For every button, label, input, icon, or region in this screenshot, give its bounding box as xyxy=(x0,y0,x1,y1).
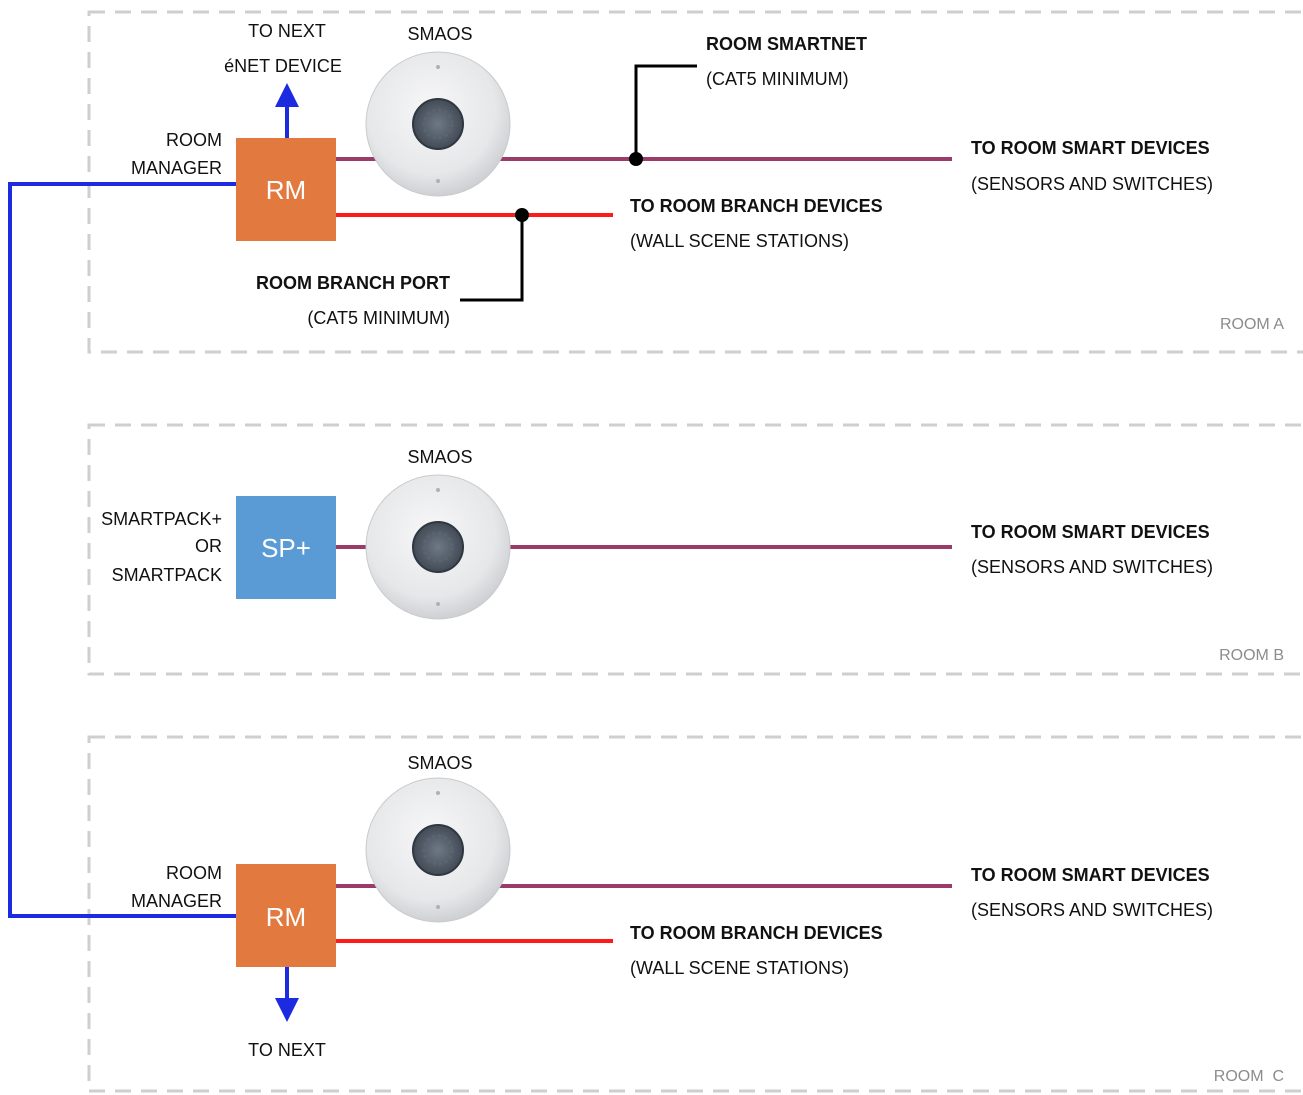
room-c-label: ROOM C xyxy=(1214,1068,1284,1085)
room-b-smartpack-box xyxy=(236,496,336,599)
room-b-device-box-label: SP+ xyxy=(261,533,311,563)
room-a-smartnet-sub: (CAT5 MINIMUM) xyxy=(706,69,849,89)
room-b-label: ROOM B xyxy=(1219,647,1284,664)
room-a-label: ROOM A xyxy=(1220,316,1284,333)
room-c-smart-devices-sub: (SENSORS AND SWITCHES) xyxy=(971,900,1213,920)
room-c-room-manager-box xyxy=(236,864,336,967)
room-c-device-box-label: RM xyxy=(266,902,306,932)
room-c-device-label-2: MANAGER xyxy=(131,891,222,911)
room-a-branch-dot xyxy=(515,208,529,222)
room-b-device-label-3: SMARTPACK xyxy=(112,565,222,585)
room-a-smartnet-dot xyxy=(629,152,643,166)
room-c-sensor-label: SMAOS xyxy=(407,753,472,773)
room-a-sensor-label: SMAOS xyxy=(407,24,472,44)
room-c-smart-devices-title: TO ROOM SMART DEVICES xyxy=(971,865,1210,885)
room-a-room-manager-box xyxy=(236,138,336,241)
room-b-smart-devices-title: TO ROOM SMART DEVICES xyxy=(971,522,1210,542)
room-a-sensor xyxy=(365,51,511,197)
room-c-sensor xyxy=(365,777,511,923)
room-b-device-label-2: OR xyxy=(195,536,222,556)
room-b-device-label-1: SMARTPACK+ xyxy=(101,509,222,529)
room-a-branch-port-sub: (CAT5 MINIMUM) xyxy=(307,308,450,328)
room-a-smartnet-leader xyxy=(634,64,697,159)
room-c-branch-devices-sub: (WALL SCENE STATIONS) xyxy=(630,958,849,978)
room-c-device-label-1: ROOM xyxy=(166,863,222,883)
room-b-sensor xyxy=(365,474,511,620)
room-b-smart-devices-sub: (SENSORS AND SWITCHES) xyxy=(971,557,1213,577)
room-a-device-label-2: MANAGER xyxy=(131,158,222,178)
room-a-smartnet-title: ROOM SMARTNET xyxy=(706,34,867,54)
room-a-smart-devices-title: TO ROOM SMART DEVICES xyxy=(971,138,1210,158)
room-a-device-label-1: ROOM xyxy=(166,130,222,150)
room-a-branch-devices-title: TO ROOM BRANCH DEVICES xyxy=(630,196,883,216)
room-c-downlink-label: TO NEXT xyxy=(248,1040,326,1060)
room-a-branch-devices-sub: (WALL SCENE STATIONS) xyxy=(630,231,849,251)
enet-backbone-line xyxy=(8,182,237,918)
room-c-branch-devices-title: TO ROOM BRANCH DEVICES xyxy=(630,923,883,943)
room-a-branch-port-title: ROOM BRANCH PORT xyxy=(256,273,450,293)
room-b-border xyxy=(87,423,1303,676)
room-a-uplink-label-1: TO NEXT xyxy=(248,21,326,41)
room-a-branch-port-leader xyxy=(460,215,524,302)
room-a-smart-devices-sub: (SENSORS AND SWITCHES) xyxy=(971,174,1213,194)
room-a-uplink-label-2: éNET DEVICE xyxy=(224,56,342,76)
room-a-device-box-label: RM xyxy=(266,175,306,205)
room-b-sensor-label: SMAOS xyxy=(407,447,472,467)
